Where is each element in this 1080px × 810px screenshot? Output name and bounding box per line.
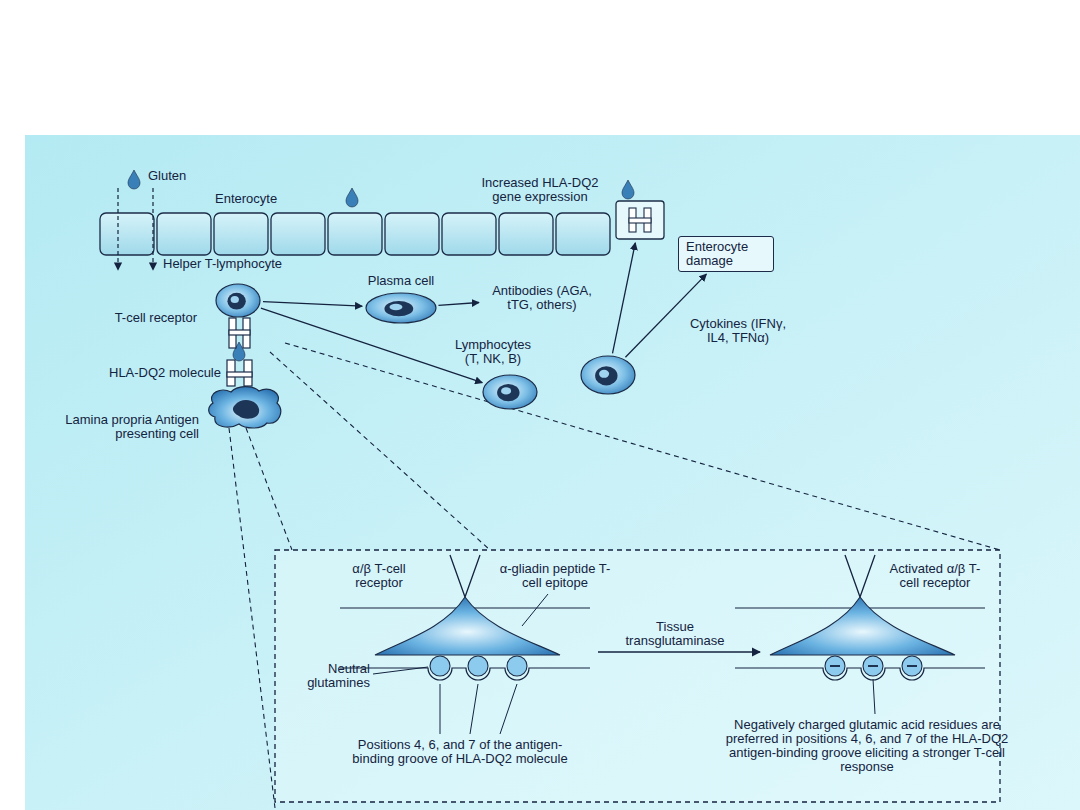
leader-lines xyxy=(373,594,875,734)
arrow-connector xyxy=(613,243,636,353)
gluten-droplets xyxy=(128,170,634,361)
annotation-label: Gluten xyxy=(148,169,218,183)
cell-node: Lymphocytes (T, NK, B) xyxy=(482,374,538,410)
annotation-label: Enterocyte xyxy=(215,192,305,206)
node-label: Plasma cell xyxy=(355,274,447,288)
tcr-hla-complex xyxy=(227,318,252,386)
arrow-connector xyxy=(439,303,480,306)
cell-shape xyxy=(482,374,538,410)
node-label: Increased HLA-DQ2 gene expression xyxy=(467,176,613,204)
arrow-connector xyxy=(261,308,482,383)
node-label: Enterocyte damage xyxy=(686,240,766,268)
annotation-label: Tissue transglutaminase xyxy=(620,620,730,648)
node-label: Lamina propria Antigen presenting cell xyxy=(57,413,199,441)
hla-node: Increased HLA-DQ2 gene expression xyxy=(615,200,665,240)
node-label: Helper T-lymphocyte xyxy=(163,257,313,271)
annotation-label: HLA-DQ2 molecule xyxy=(78,366,221,380)
node-label: Cytokines (IFNγ, IL4, TFNα) xyxy=(678,317,798,345)
annotation-label: Activated α/β T-cell receptor xyxy=(880,562,990,590)
cell-shape xyxy=(365,292,437,324)
annotation-label: Positions 4, 6, and 7 of the antigen-bin… xyxy=(350,738,570,766)
annotation-label: Neutral glutamines xyxy=(292,662,370,690)
reaction-arrow xyxy=(598,651,760,652)
annotation-label: T-cell receptor xyxy=(62,311,197,325)
gluten-entry-arrows xyxy=(118,188,153,270)
text-node: Antibodies (AGA, tTG, others) xyxy=(482,284,602,312)
annotation-label: Negatively charged glutamic acid residue… xyxy=(722,718,1012,774)
arrow-connector xyxy=(263,302,362,307)
enterocyte-layer xyxy=(100,213,610,255)
background-panel xyxy=(25,135,1080,810)
annotation-label: α-gliadin peptide T-cell epitope xyxy=(495,562,615,590)
hla-shape xyxy=(615,200,665,240)
arrow-connector xyxy=(625,274,706,357)
process-box: Enterocyte damage xyxy=(678,236,774,272)
apc-node: Lamina propria Antigen presenting cell xyxy=(205,383,285,431)
cell-node: Helper T-lymphocyte xyxy=(215,283,261,318)
apc-shape xyxy=(205,383,285,431)
cell-node: Cytokines (IFNγ, IL4, TFNα) xyxy=(580,355,636,395)
annotation-label: α/β T-cell receptor xyxy=(333,562,425,590)
cell-shape xyxy=(580,355,636,395)
node-label: Antibodies (AGA, tTG, others) xyxy=(482,284,602,312)
cell-node: Plasma cell xyxy=(365,292,437,324)
node-label: Lymphocytes (T, NK, B) xyxy=(448,338,538,366)
cell-shape xyxy=(215,283,261,318)
